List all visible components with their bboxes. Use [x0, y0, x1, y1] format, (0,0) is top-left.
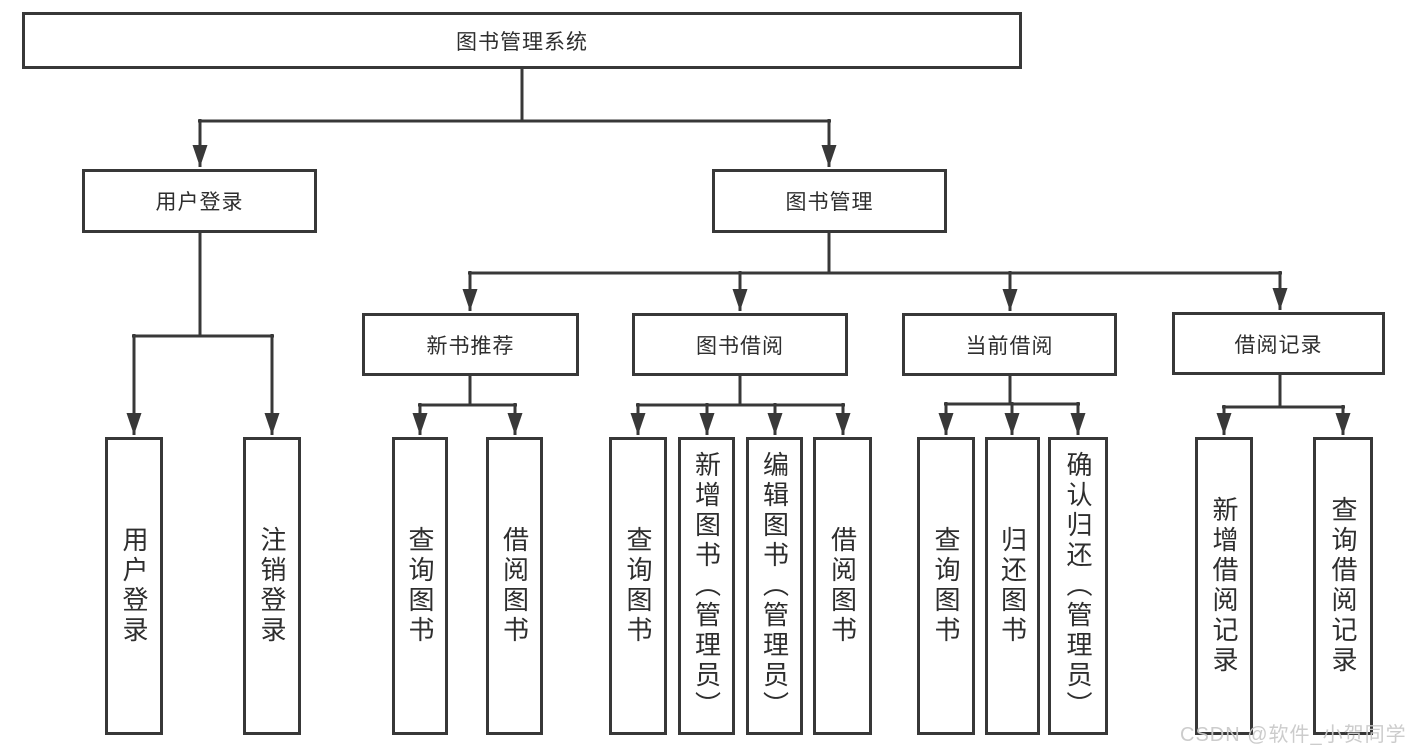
leaf-user-login: 用户登录: [105, 437, 163, 735]
leaf-recommend-borrow-books: 借阅图书: [486, 437, 543, 735]
leaf-current-query-books: 查询图书: [917, 437, 975, 735]
leaf-records-add-borrow-record: 新增借阅记录: [1195, 437, 1253, 735]
leaf-borrow-edit-books-admin: 编辑图书（管理员）: [746, 437, 803, 735]
leaf-records-query-borrow-record: 查询借阅记录: [1313, 437, 1373, 735]
csdn-watermark: CSDN @软件_小贺同学: [1180, 724, 1405, 746]
leaf-recommend-query-books: 查询图书: [392, 437, 448, 735]
node-user-login: 用户登录: [82, 169, 317, 233]
node-current-borrow: 当前借阅: [902, 313, 1117, 376]
leaf-logout: 注销登录: [243, 437, 301, 735]
node-book-borrow: 图书借阅: [632, 313, 848, 376]
leaf-current-confirm-return-admin: 确认归还（管理员）: [1048, 437, 1108, 735]
node-borrow-records: 借阅记录: [1172, 312, 1385, 375]
leaf-borrow-add-books-admin: 新增图书（管理员）: [678, 437, 735, 735]
leaf-borrow-query-books: 查询图书: [609, 437, 667, 735]
leaf-current-return-books: 归还图书: [985, 437, 1040, 735]
node-book-management: 图书管理: [712, 169, 947, 233]
leaf-borrow-borrow-books: 借阅图书: [813, 437, 872, 735]
node-new-book-recommend: 新书推荐: [362, 313, 579, 376]
node-root-library-management-system: 图书管理系统: [22, 12, 1022, 69]
